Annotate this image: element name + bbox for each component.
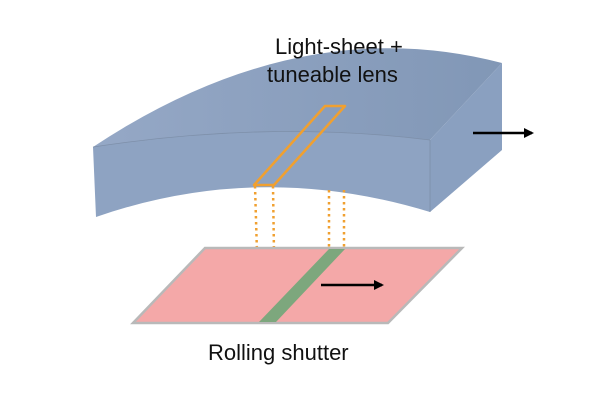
lens-edge — [92, 131, 431, 148]
light-sheet-label: Light-sheet + — [275, 34, 403, 59]
sensor-plane — [130, 246, 465, 325]
lens-side-face — [430, 63, 502, 212]
light-sheet-outline — [252, 104, 347, 187]
lens-top-surface — [93, 48, 502, 147]
tuneable-lens-label: tuneable lens — [267, 62, 398, 87]
rolling-shutter-label: Rolling shutter — [208, 340, 349, 365]
lens-front-face — [93, 131, 430, 217]
light-sheet — [252, 104, 347, 187]
tuneable-lens-block — [92, 48, 502, 217]
rolling-shutter-band — [259, 249, 345, 322]
